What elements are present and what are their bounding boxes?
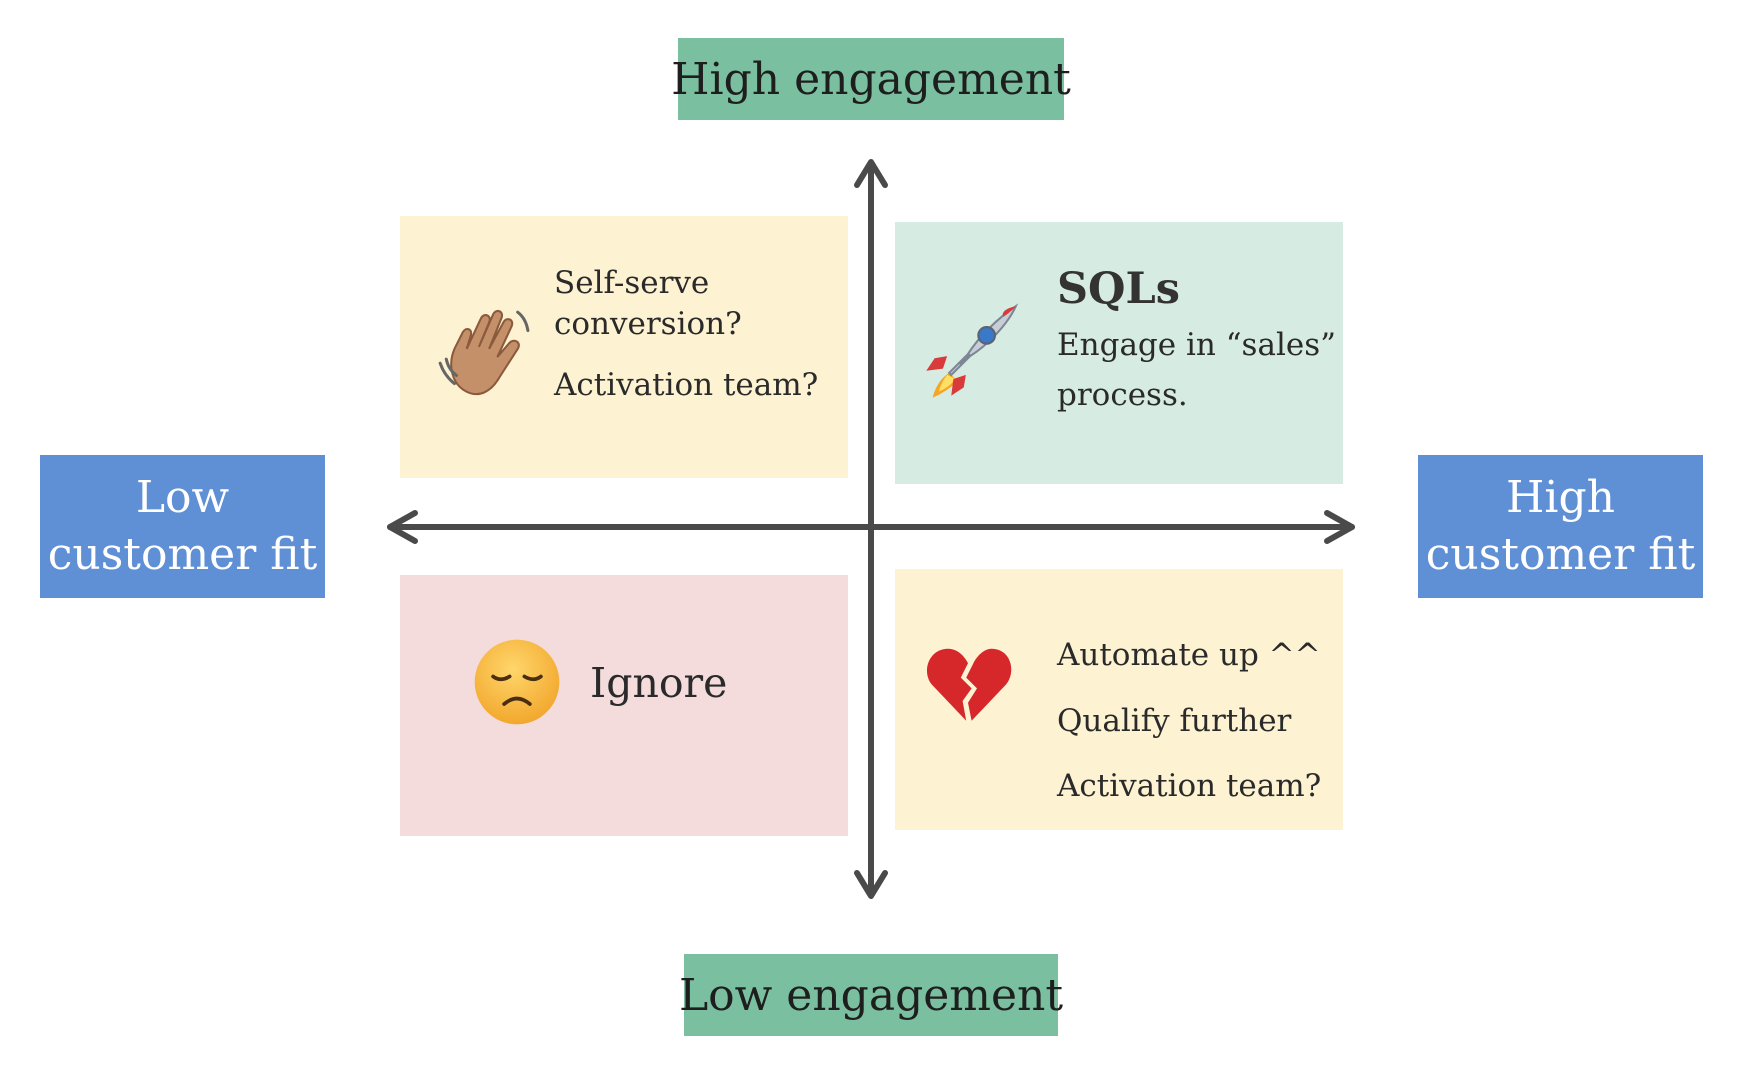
broken-heart-icon	[926, 648, 1012, 721]
waving-hand-icon	[438, 309, 530, 396]
sqls-title: SQLs	[1057, 264, 1180, 314]
low-engagement-label: Low engagement	[679, 954, 1063, 1036]
bottom-right-line2: Qualify further	[1057, 702, 1292, 739]
top-right-line2: process.	[1057, 376, 1188, 413]
top-left-line1: Self-serve	[554, 265, 710, 301]
arrow-head-up-icon	[854, 159, 888, 188]
bottom-right-line3: Activation team?	[1057, 768, 1322, 805]
top-left-line2: conversion?	[554, 305, 742, 342]
high-customer-fit-label: High customer fit	[1418, 455, 1703, 598]
bottom-left-text: Ignore	[590, 656, 727, 710]
high-engagement-label: High engagement	[671, 38, 1071, 120]
bottom-right-text: Automate up ^^ Qualify further Activatio…	[1057, 623, 1321, 820]
quadrant-bottom-right	[895, 569, 1343, 830]
ignore-label: Ignore	[590, 659, 728, 707]
high-customer-fit-line1: High	[1506, 472, 1615, 524]
top-left-text: Self-serve conversion? Activation team?	[554, 263, 818, 406]
high-engagement-text: High engagement	[671, 53, 1071, 105]
bottom-right-line1: Automate up ^^	[1057, 637, 1321, 673]
disappointed-face-icon	[474, 639, 560, 725]
quadrant-bottom-left	[400, 575, 848, 836]
rocket-icon	[926, 303, 1019, 398]
low-customer-fit-label: Low customer fit	[40, 455, 325, 598]
low-engagement-text: Low engagement	[678, 969, 1064, 1021]
top-left-line3: Activation team?	[554, 366, 819, 403]
high-customer-fit-line2: customer fit	[1425, 528, 1696, 580]
arrow-head-left-icon	[387, 510, 418, 544]
arrow-head-down-icon	[854, 870, 888, 899]
top-right-line1: Engage in “sales”	[1057, 326, 1336, 363]
low-customer-fit-line1: Low	[135, 472, 230, 524]
low-customer-fit-line2: customer fit	[47, 528, 318, 580]
top-right-text: SQLs Engage in “sales” process.	[1057, 261, 1336, 420]
arrow-head-right-icon	[1324, 510, 1355, 544]
